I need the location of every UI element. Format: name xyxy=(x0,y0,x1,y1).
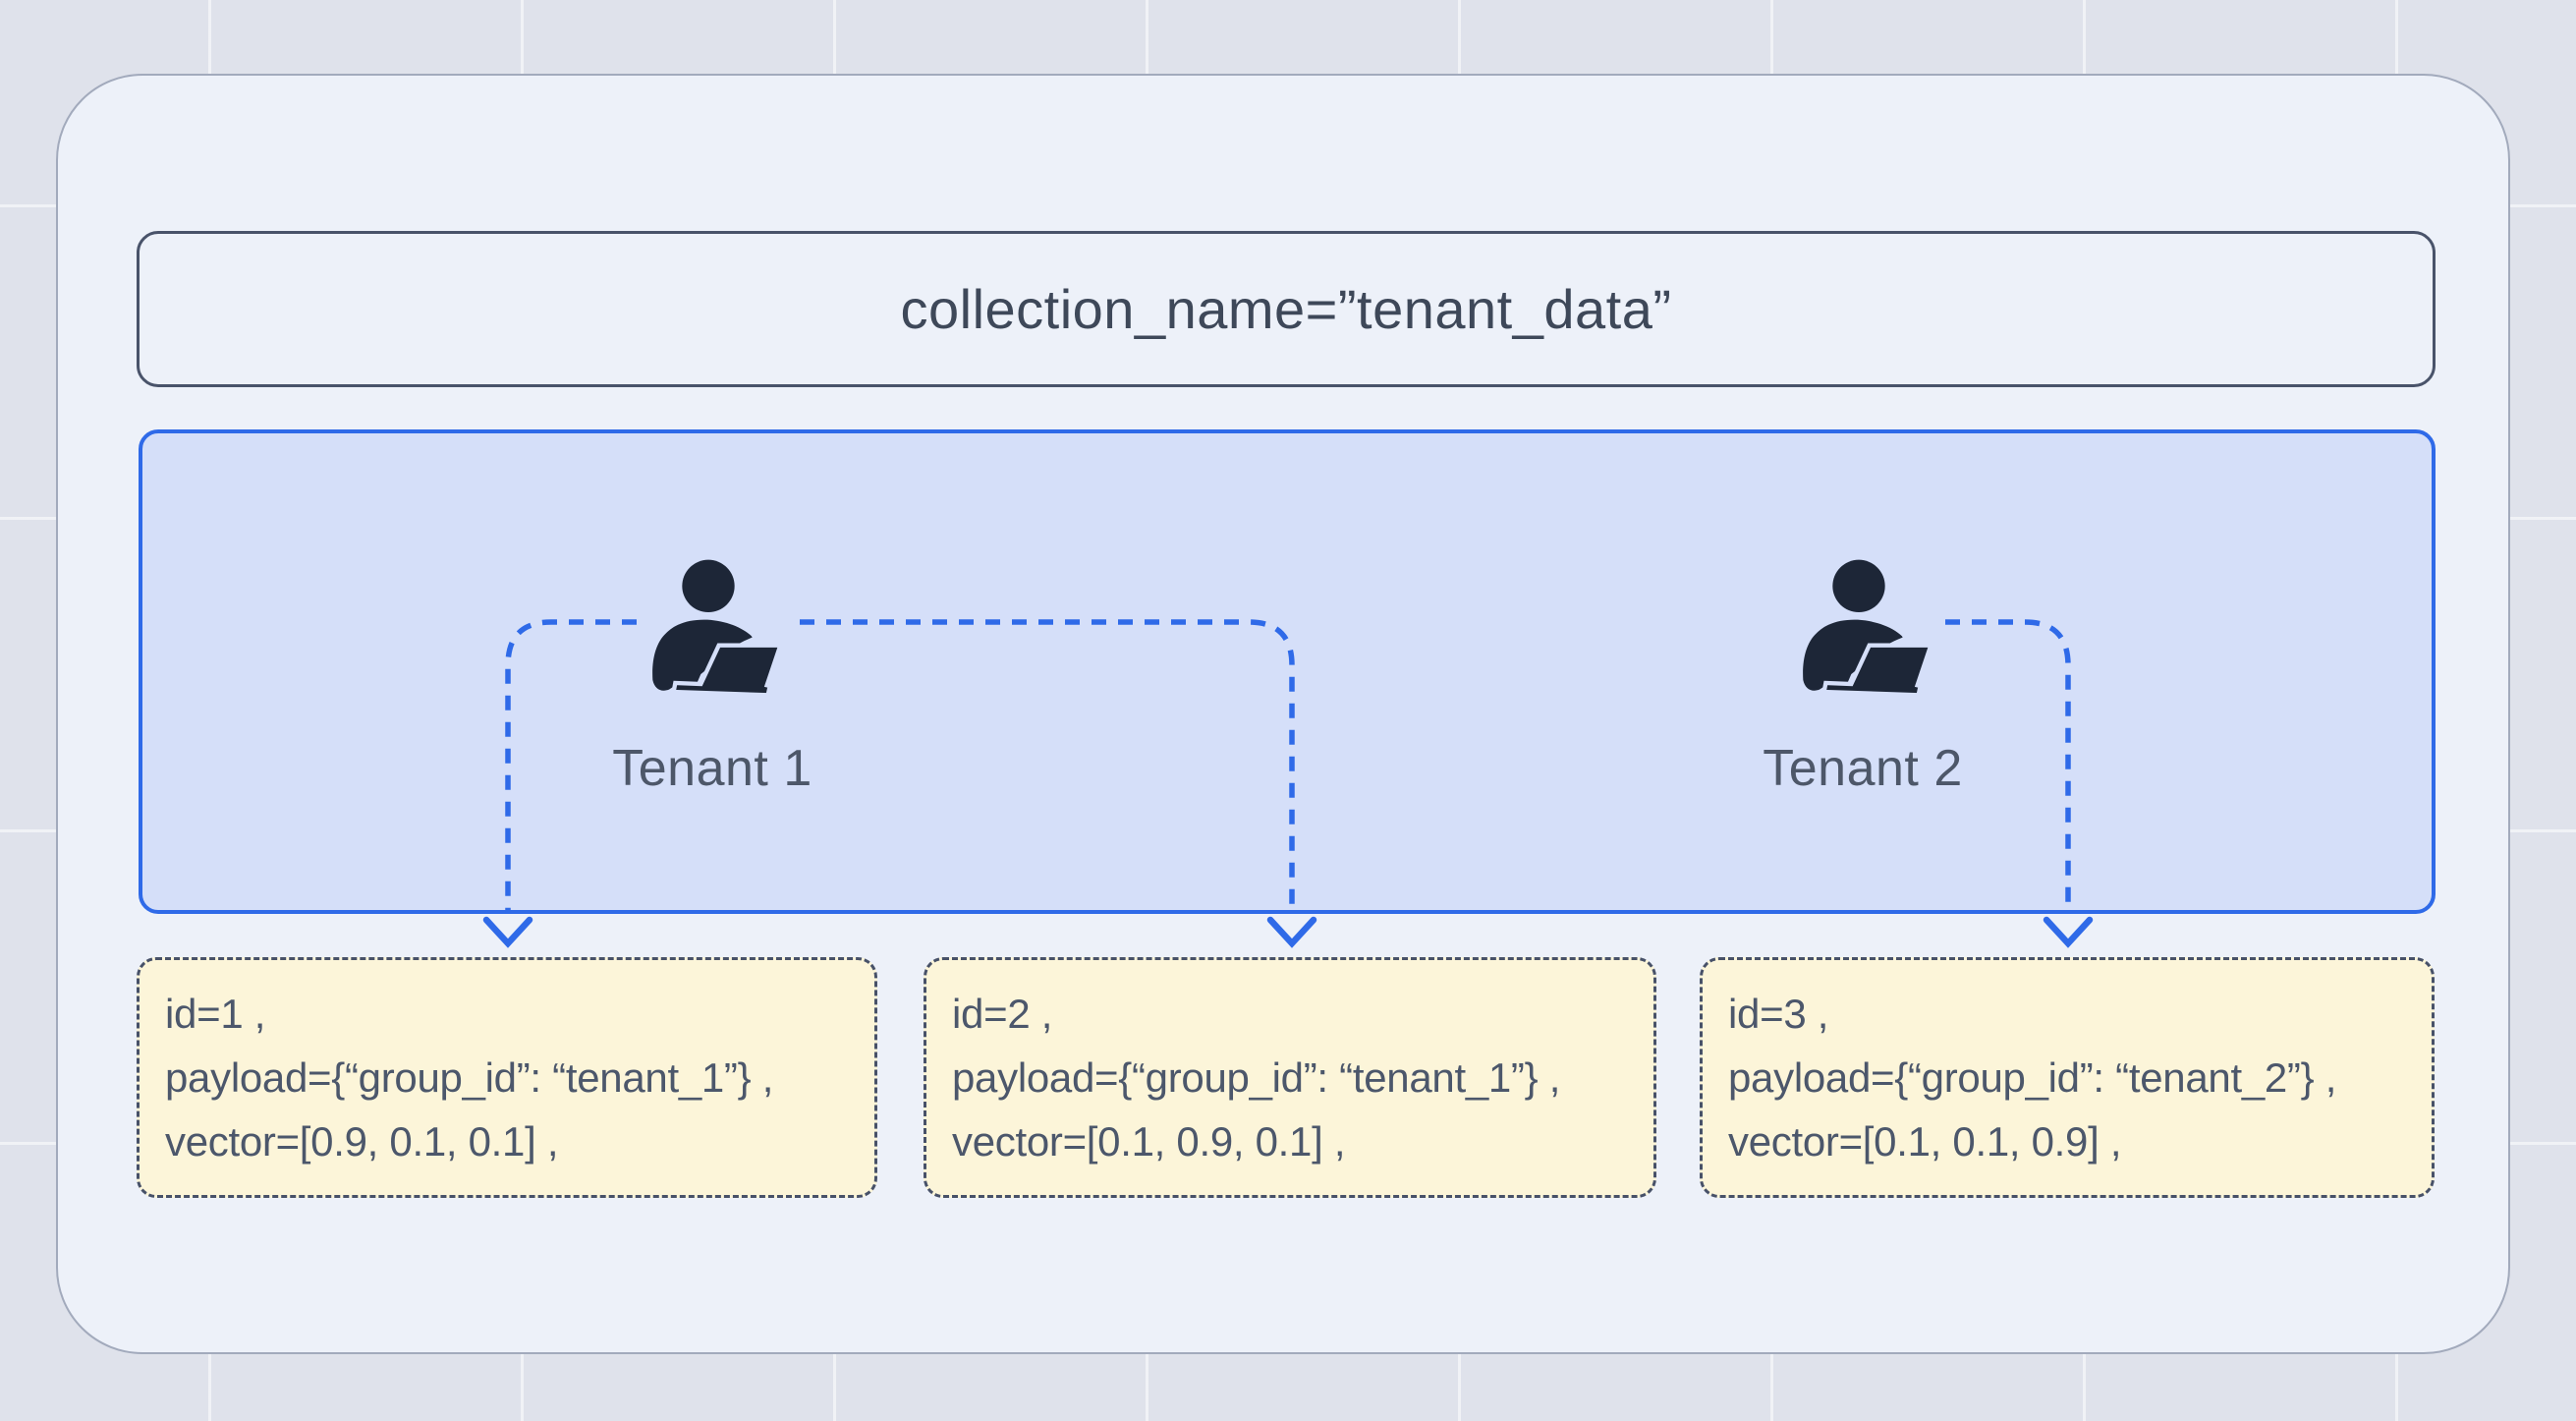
tenant-panel xyxy=(139,429,2436,914)
point-3-vector: vector=[0.1, 0.1, 0.9] , xyxy=(1728,1118,2122,1165)
collection-name-box: collection_name=”tenant_data” xyxy=(137,231,2436,387)
point-2-payload: payload={“group_id”: “tenant_1”} , xyxy=(952,1054,1561,1101)
collection-name-label: collection_name=”tenant_data” xyxy=(900,278,1672,340)
tenant-1-label: Tenant 1 xyxy=(612,740,812,797)
tenant-2: Tenant 2 xyxy=(1666,539,2059,798)
point-3-id: id=3 , xyxy=(1728,991,1829,1037)
tenant-2-label: Tenant 2 xyxy=(1763,740,1963,797)
point-2-id: id=2 , xyxy=(952,991,1053,1037)
person-at-laptop-icon xyxy=(624,539,801,715)
point-box-2: id=2 , payload={“group_id”: “tenant_1”} … xyxy=(924,957,1656,1198)
collection-card: collection_name=”tenant_data” Tenant 1 T… xyxy=(56,74,2510,1354)
point-1-payload: payload={“group_id”: “tenant_1”} , xyxy=(165,1054,774,1101)
point-3-payload: payload={“group_id”: “tenant_2”} , xyxy=(1728,1054,2337,1101)
person-at-laptop-icon xyxy=(1774,539,1951,715)
point-box-3: id=3 , payload={“group_id”: “tenant_2”} … xyxy=(1700,957,2435,1198)
point-box-1: id=1 , payload={“group_id”: “tenant_1”} … xyxy=(137,957,877,1198)
tenant-1: Tenant 1 xyxy=(516,539,909,798)
point-1-id: id=1 , xyxy=(165,991,266,1037)
point-2-vector: vector=[0.1, 0.9, 0.1] , xyxy=(952,1118,1346,1165)
point-1-vector: vector=[0.9, 0.1, 0.1] , xyxy=(165,1118,559,1165)
